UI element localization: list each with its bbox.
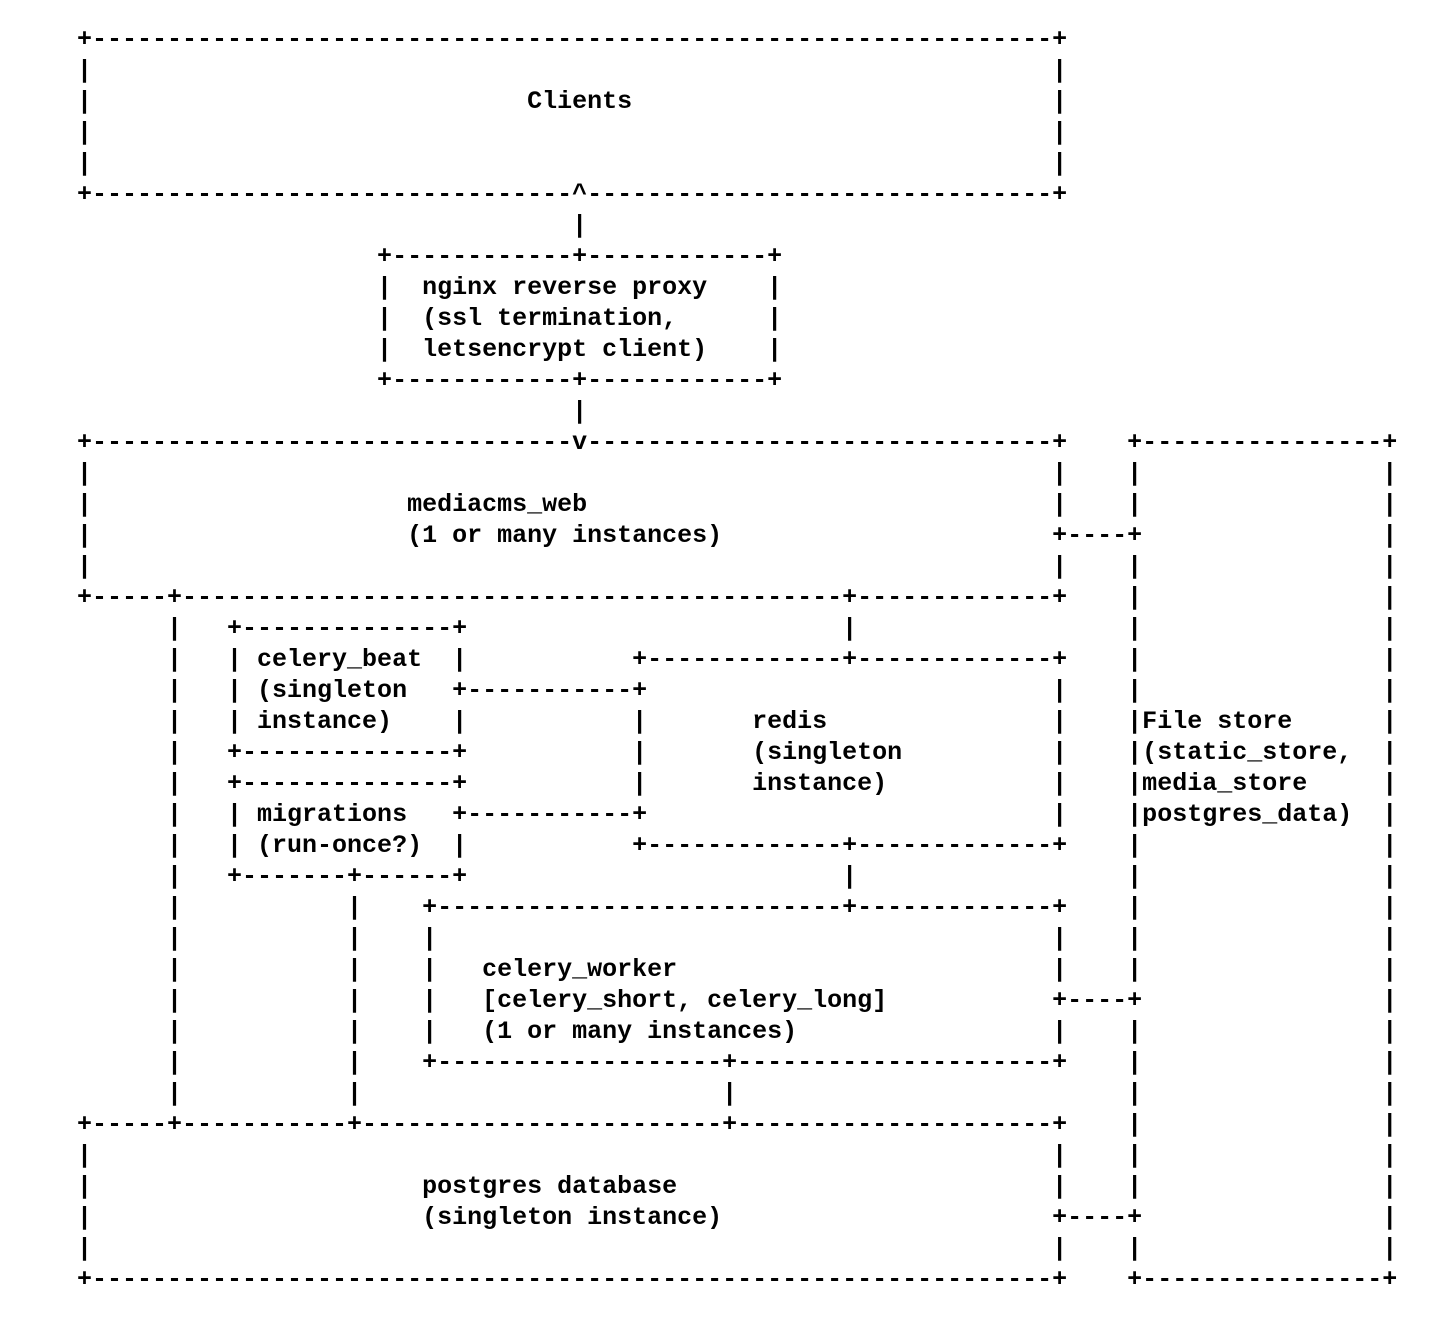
ascii-architecture-diagram: +---------------------------------------…	[77, 25, 1398, 1294]
